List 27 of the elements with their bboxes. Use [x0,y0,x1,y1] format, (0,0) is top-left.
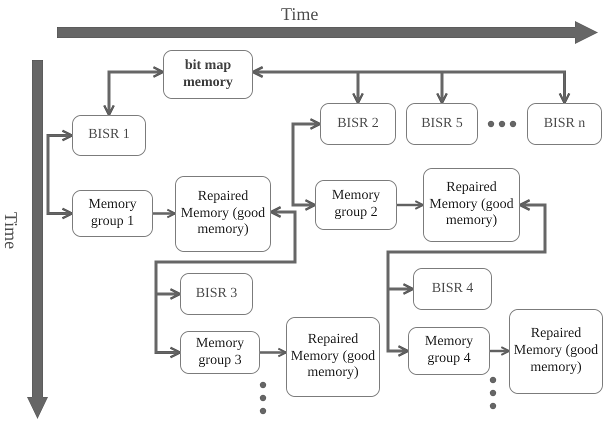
arrow [260,348,287,358]
arrow [46,130,74,220]
process-box: BISR 2 [320,103,396,145]
axis-label: Time [281,4,318,25]
process-box: Repaired Memory (good memory) [509,309,603,394]
arrow [154,206,296,300]
axis-label: Time [0,212,22,250]
process-box: BISR 1 [72,115,146,156]
process-box: BISR 4 [413,268,492,310]
process-box: Repaired Memory (good memory) [286,317,380,397]
process-box: Memory group 4 [408,327,490,375]
arrow [386,199,546,295]
process-box: Memory group 3 [180,331,260,374]
process-box: bit map memory [163,50,253,99]
process-box: BISR n [527,103,602,145]
process-box: BISR 3 [180,273,253,315]
process-box: BISR 5 [406,103,478,145]
arrow [153,208,176,218]
process-box: Repaired Memory (good memory) [423,168,520,242]
arrow [397,200,424,210]
process-box: Repaired Memory (good memory) [175,176,271,252]
arrow [490,346,510,356]
process-box: Memory group 1 [72,190,153,237]
arrow [252,66,364,104]
arrow [103,66,164,116]
process-box: Memory group 2 [315,180,397,230]
arrow [292,118,322,211]
